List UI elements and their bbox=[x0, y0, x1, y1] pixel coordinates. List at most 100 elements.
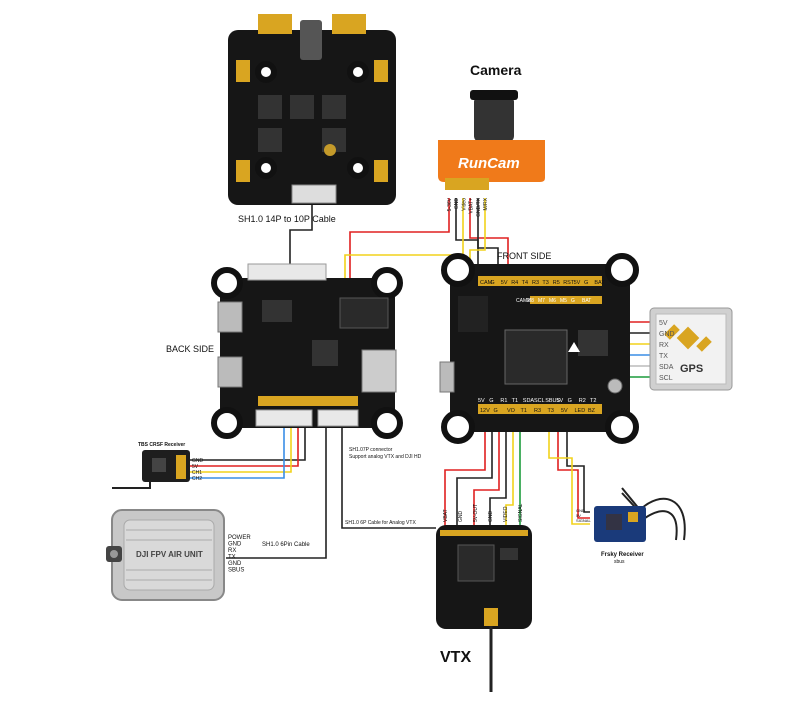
gps-pin-4: SDA bbox=[659, 364, 674, 371]
frsky-wire-gnd bbox=[566, 425, 590, 513]
camera-title: Camera bbox=[470, 62, 522, 78]
frsky-receiver bbox=[594, 506, 646, 542]
fc-top-row2-0: CAM2 bbox=[516, 298, 530, 304]
frsky-pin-0: GND bbox=[576, 508, 585, 513]
frsky-title: Frsky Receiver bbox=[601, 552, 644, 558]
cam-wire-gnd2 bbox=[477, 198, 499, 270]
fc-top-row2-4: M5 bbox=[560, 298, 567, 304]
analog-vtx-cable bbox=[341, 425, 436, 529]
fc-top-row2-1: M8 bbox=[527, 298, 534, 304]
camera-pin-5: M/RX bbox=[483, 197, 489, 210]
fc-bottom-row2-0: 12V bbox=[480, 408, 490, 414]
camera-pin-1: GND bbox=[454, 198, 460, 210]
vtx-pin-4: VIDEO bbox=[503, 506, 509, 522]
dji-pin-0: POWER bbox=[228, 535, 251, 541]
gps-pin-0: 5V bbox=[659, 320, 668, 327]
fc-top-pad-11: BAT bbox=[594, 280, 605, 286]
vtx-pin-2: 5V-OUT bbox=[473, 504, 479, 522]
dji-air-unit bbox=[106, 509, 225, 601]
dji-pin-3: TX bbox=[228, 555, 236, 561]
runcam-logo: RunCam bbox=[458, 155, 520, 172]
fc-bottom-pad-0: 5V bbox=[478, 398, 485, 404]
vtx-wire-gnd2 bbox=[489, 425, 507, 527]
tbs-pin-3: CH2 bbox=[192, 476, 202, 482]
gps-label: GPS bbox=[680, 363, 703, 375]
fc-top-pad-6: T3 bbox=[542, 280, 548, 286]
frsky-wire-signal bbox=[548, 425, 590, 525]
dji-cable bbox=[226, 425, 327, 559]
gps-pin-3: TX bbox=[659, 353, 668, 360]
sh-6pin-label: SH1.0 6Pin Cable bbox=[262, 542, 310, 548]
camera-pin-0: 5-36V bbox=[447, 197, 453, 211]
back-side-label: BACK SIDE bbox=[166, 344, 214, 354]
fc-bottom-pad-1: G bbox=[489, 398, 493, 404]
frsky-antenna-1 bbox=[639, 497, 686, 541]
sh-7p-line2: Support analog VTX and DJI HD bbox=[349, 454, 422, 460]
fc-top-row2-3: M6 bbox=[549, 298, 556, 304]
frsky-sub: sbus bbox=[614, 559, 625, 565]
tbs-wire-ch2 bbox=[190, 425, 285, 479]
fc-bottom-pad-6: SBUS bbox=[545, 398, 560, 404]
tbs-pin-2: CH1 bbox=[192, 470, 202, 476]
gps-module bbox=[649, 307, 733, 391]
fc-bottom-pad-5: SCL bbox=[534, 398, 545, 404]
vtx-wire-5vout bbox=[473, 425, 500, 527]
satellite-icon bbox=[664, 324, 712, 352]
frsky-wire-5v bbox=[557, 425, 590, 519]
fc-top-pad-7: R5 bbox=[553, 280, 560, 286]
camera-pin-2: Video bbox=[461, 198, 467, 211]
dji-pin-5: SBUS bbox=[228, 568, 244, 574]
dji-pin-2: RX bbox=[228, 548, 236, 554]
labels: Camera RunCam SH1.0 14P to 10P Cable FRO… bbox=[136, 62, 703, 666]
cam-wire-gnd bbox=[455, 198, 479, 268]
fc-top-pad-8: RST bbox=[563, 280, 575, 286]
fc-bottom-row2-8: BZ bbox=[588, 408, 596, 414]
sh-7p-line1: SH1.07P connector bbox=[349, 447, 393, 453]
fc-bottom-pad-9: R2 bbox=[579, 398, 586, 404]
fc-top-pad-4: T4 bbox=[522, 280, 528, 286]
fc-top-pad-2: 5V bbox=[501, 280, 508, 286]
fc-bottom-pad-3: T1 bbox=[512, 398, 518, 404]
dji-unit-label: DJI FPV AIR UNIT bbox=[136, 550, 203, 559]
camera-pin-4: GND/TX bbox=[476, 197, 482, 217]
fc-bottom-pad-2: R1 bbox=[500, 398, 507, 404]
front-side-label: FRONT SIDE bbox=[497, 251, 551, 261]
vtx-pin-0: VBAT bbox=[443, 509, 449, 522]
vtx-wire-vbat bbox=[444, 425, 486, 527]
esc-cable bbox=[289, 205, 313, 290]
fc-top-row2-2: M7 bbox=[538, 298, 545, 304]
gps-pin-1: GND bbox=[659, 331, 675, 338]
fc-top-pad-10: G bbox=[584, 280, 588, 286]
gps-pin-5: SCL bbox=[659, 375, 673, 382]
fc-top-pad-5: R3 bbox=[532, 280, 539, 286]
vtx-pin-1: GND bbox=[458, 511, 464, 523]
sh-6p-analog-label: SH1.0 6P Cable for Analog VTX bbox=[345, 520, 416, 526]
esc-board bbox=[228, 14, 396, 205]
fc-top-pad-3: R4 bbox=[511, 280, 518, 286]
fc-bottom-row2-3: T1 bbox=[521, 408, 527, 414]
fc-bottom-pad-7: 5V bbox=[556, 398, 563, 404]
fc-bottom-row2-5: T3 bbox=[548, 408, 554, 414]
frsky-antenna-2 bbox=[644, 510, 678, 541]
fc-top-pad-9: 5V bbox=[574, 280, 581, 286]
vtx-label: VTX bbox=[440, 649, 471, 666]
fc-top-row2-5: G bbox=[571, 298, 575, 304]
cable-14p-label: SH1.0 14P to 10P Cable bbox=[238, 214, 336, 224]
cam-wire-vbat bbox=[469, 198, 509, 270]
tbs-pin-0: GND bbox=[192, 458, 204, 464]
fc-bottom-row2-7: LED bbox=[575, 408, 586, 414]
camera bbox=[438, 90, 545, 190]
fc-bottom-pad-4: SDA bbox=[523, 398, 535, 404]
cam-wire-video bbox=[344, 198, 464, 290]
vtx-wire-video bbox=[505, 425, 514, 527]
vtx-pin-5: SIGNAL bbox=[518, 503, 524, 522]
fc-bottom-row2-1: G bbox=[494, 408, 498, 414]
tbs-wire-gnd bbox=[190, 425, 306, 461]
